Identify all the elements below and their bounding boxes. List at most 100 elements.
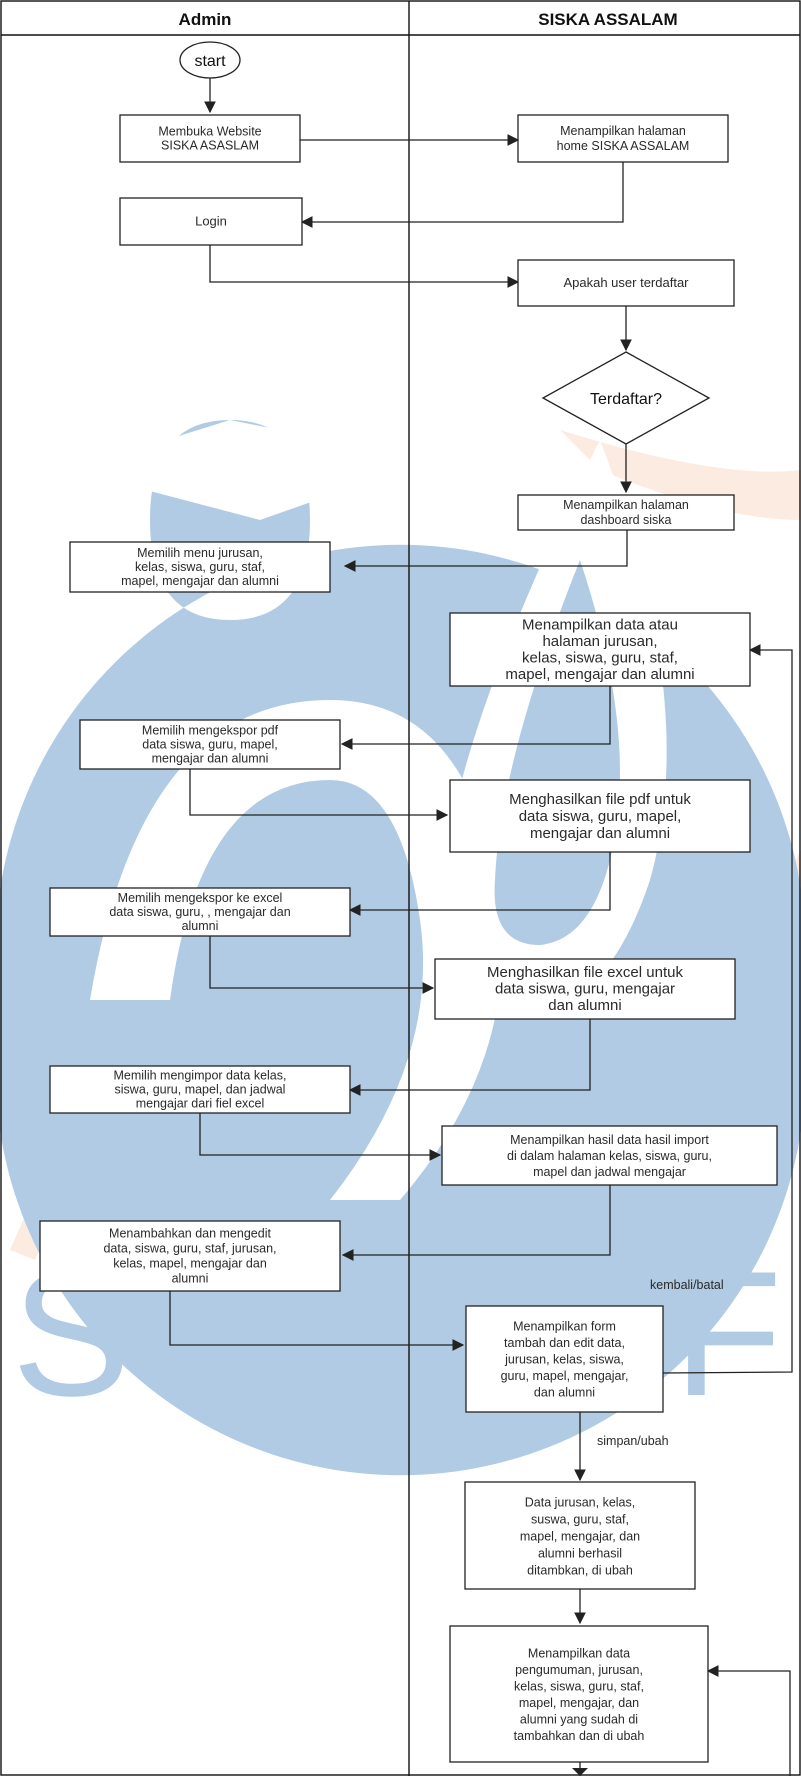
box-open-website-frame bbox=[119, 114, 301, 163]
box-show-form-frame bbox=[465, 1305, 664, 1413]
box-saved-line: alumni berhasil bbox=[538, 1546, 622, 1560]
connector-data-exportpdf bbox=[340, 686, 611, 750]
start-node: start bbox=[179, 41, 241, 79]
box-add-edit-line: Menambahkan dan mengedit bbox=[109, 1227, 271, 1241]
watermark-figure-icon bbox=[90, 700, 503, 1200]
box-show-home-frame bbox=[517, 114, 729, 163]
box-show-result: Menampilkan data pengumuman, jurusan, kela… bbox=[449, 1625, 709, 1763]
start-label: start bbox=[194, 53, 226, 70]
box-choose-menu-line: kelas, siswa, guru, staf, bbox=[135, 560, 265, 574]
connector-genpdf-exportexcel bbox=[348, 852, 611, 916]
box-choose-export-pdf-line: Memilih mengekspor pdf bbox=[142, 723, 279, 737]
box-saved-line: mapel, mengajar, dan bbox=[520, 1529, 640, 1543]
box-show-import-frame bbox=[441, 1125, 778, 1186]
box-show-result-line: pengumuman, jurusan, bbox=[515, 1663, 643, 1677]
box-gen-pdf-line: Menghasilkan file pdf untuk bbox=[509, 791, 691, 808]
box-show-form-line: jurusan, kelas, siswa, bbox=[504, 1353, 624, 1367]
box-show-result-line: mapel, mengajar, dan bbox=[519, 1696, 639, 1710]
box-choose-menu-frame bbox=[69, 541, 331, 593]
watermark-swoosh-icon bbox=[560, 430, 801, 520]
decision-registered-label: Terdaftar? bbox=[590, 391, 662, 408]
box-gen-excel-frame bbox=[434, 958, 736, 1020]
box-add-edit-frame bbox=[39, 1220, 341, 1292]
box-saved-frame bbox=[464, 1481, 696, 1590]
box-gen-excel-line: Menghasilkan file excel untuk bbox=[487, 964, 683, 981]
box-show-form-line: dan alumni bbox=[534, 1386, 595, 1400]
box-show-data-line: kelas, siswa, guru, staf, bbox=[522, 649, 678, 666]
box-gen-excel-line: dan alumni bbox=[548, 997, 621, 1014]
box-choose-import: Memilih mengimpor data kelas,siswa, guru… bbox=[49, 1065, 351, 1114]
box-choose-export-excel-line: Memilih mengekspor ke excel bbox=[118, 891, 283, 905]
connector-login-check bbox=[209, 245, 520, 288]
box-show-form-line: Menampilkan form bbox=[513, 1320, 616, 1334]
label-save-update: simpan/ubah bbox=[597, 1434, 669, 1448]
box-saved-line: ditambkan, di ubah bbox=[527, 1563, 633, 1577]
lane-system-title: SISKA ASSALAM bbox=[538, 10, 677, 29]
box-show-form: Menampilkan form tambah dan edit data, jur… bbox=[465, 1305, 664, 1413]
connector-exportpdf-genpdf bbox=[189, 769, 449, 821]
box-add-edit-line: kelas, mapel, mengajar dan bbox=[113, 1257, 267, 1271]
box-choose-menu-line: mapel, mengajar dan alumni bbox=[121, 574, 279, 588]
box-show-import: Menampilkan hasil data hasil import di da… bbox=[441, 1125, 778, 1186]
box-saved: Data jurusan, kelas, suswa, guru, staf, ma… bbox=[464, 1481, 696, 1590]
box-show-result-line: alumni yang sudah di bbox=[520, 1712, 638, 1726]
box-show-result-line: kelas, siswa, guru, staf, bbox=[514, 1679, 644, 1693]
box-show-data-line: mapel, mengajar dan alumni bbox=[505, 666, 694, 683]
box-show-result-frame bbox=[449, 1625, 709, 1763]
box-show-import-line: Menampilkan hasil data hasil import bbox=[510, 1133, 709, 1147]
box-show-result-line: Menampilkan data bbox=[528, 1646, 630, 1660]
box-saved-line: suswa, guru, staf, bbox=[531, 1512, 629, 1526]
box-check-user-frame bbox=[517, 259, 735, 307]
box-login: Login bbox=[119, 197, 303, 246]
box-show-result-line: tambahkan dan di ubah bbox=[514, 1729, 645, 1743]
box-check-user: Apakah user terdaftar bbox=[517, 259, 735, 307]
connector-genexcel-import bbox=[348, 1019, 591, 1096]
box-show-dashboard-frame bbox=[517, 494, 735, 531]
box-saved-line: Data jurusan, kelas, bbox=[525, 1495, 635, 1509]
arrowhead-bottom-icon bbox=[572, 1768, 588, 1776]
box-open-website-line: SISKA ASASLAM bbox=[161, 138, 259, 152]
label-back-cancel: kembali/batal bbox=[650, 1278, 724, 1292]
box-choose-import-line: mengajar dari fiel excel bbox=[136, 1096, 265, 1110]
box-choose-menu: Memilih menu jurusan,kelas, siswa, guru,… bbox=[69, 541, 331, 593]
box-choose-import-line: siswa, guru, mapel, dan jadwal bbox=[115, 1082, 286, 1096]
box-show-import-line: mapel dan jadwal mengajar bbox=[533, 1165, 686, 1179]
box-check-user-line: Apakah user terdaftar bbox=[563, 275, 689, 290]
box-choose-menu-line: Memilih menu jurusan, bbox=[137, 546, 263, 560]
box-gen-pdf-line: mengajar dan alumni bbox=[530, 825, 670, 842]
watermark-swoosh-icon-3 bbox=[780, 850, 801, 930]
box-show-home-line: Menampilkan halaman bbox=[560, 124, 686, 138]
box-choose-export-excel-line: alumni bbox=[182, 919, 219, 933]
connector-import-showimport bbox=[199, 1113, 442, 1161]
box-show-data-frame bbox=[449, 612, 751, 687]
box-show-data-line: halaman jurusan, bbox=[542, 633, 657, 650]
decision-registered: Terdaftar? bbox=[541, 351, 711, 445]
box-choose-export-pdf-line: data siswa, guru, mapel, bbox=[142, 737, 278, 751]
connector-loop-result bbox=[706, 1665, 791, 1776]
box-choose-import-frame bbox=[49, 1065, 351, 1114]
box-add-edit-line: alumni bbox=[172, 1272, 209, 1286]
connectors: kembali/batal simpan/ubah bbox=[169, 78, 793, 1776]
box-gen-pdf-line: data siswa, guru, mapel, bbox=[519, 808, 682, 825]
box-choose-import-line: Memilih mengimpor data kelas, bbox=[114, 1068, 287, 1082]
box-show-import-line: di dalam halaman kelas, siswa, guru, bbox=[507, 1149, 712, 1163]
box-add-edit-line: data, siswa, guru, staf, jurusan, bbox=[103, 1242, 276, 1256]
box-login-line: Login bbox=[195, 214, 227, 229]
box-show-dashboard-line: dashboard siska bbox=[580, 513, 671, 527]
box-show-dashboard-line: Menampilkan halaman bbox=[563, 498, 689, 512]
box-gen-pdf-frame bbox=[449, 779, 751, 853]
box-show-form-line: tambah dan edit data, bbox=[504, 1336, 625, 1350]
